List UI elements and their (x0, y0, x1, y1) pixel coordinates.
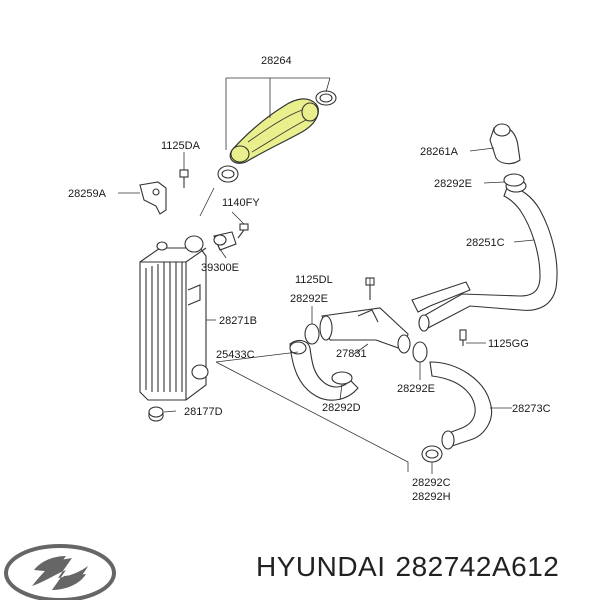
part-labels: 28264 1125DA 28259A 1140FY 39300E 28271B… (68, 55, 551, 503)
label-28292d: 28292D (322, 402, 361, 414)
bolt-1125da (179, 169, 189, 188)
label-28292e-top: 28292E (290, 293, 328, 305)
clamp-39300e (213, 223, 249, 251)
clamp-28292c (421, 445, 443, 463)
clamp-28292e-top (304, 323, 320, 345)
clamp-28292e-right (503, 173, 525, 187)
bracket-28259a (139, 181, 167, 215)
part-number: 282742A612 (395, 551, 560, 582)
label-28264: 28264 (261, 55, 292, 67)
cap-28177d (148, 406, 164, 422)
label-39300e: 39300E (201, 262, 239, 274)
label-28292c: 28292C (412, 477, 451, 489)
intercooler (139, 235, 209, 401)
pipe-28251c (411, 179, 558, 332)
bolt-1125gg (459, 329, 467, 346)
leader-lines (118, 77, 535, 474)
label-28251c: 28251C (466, 237, 505, 249)
part-number-caption: HYUNDAI 282742A612 (256, 551, 569, 583)
clamp-hose-bottom (217, 165, 239, 183)
label-28177d: 28177D (184, 406, 223, 418)
label-28259a: 28259A (68, 188, 107, 200)
clamp-28292e-mid (412, 341, 428, 363)
clamp-28292d (331, 371, 353, 385)
label-28292e-mid: 28292E (397, 383, 435, 395)
label-1125da: 1125DA (161, 140, 201, 152)
label-27831: 27831 (336, 348, 367, 360)
brand-name: HYUNDAI (256, 551, 386, 582)
label-28261a: 28261A (420, 146, 459, 158)
label-28292e-right: 28292E (434, 178, 472, 190)
label-28271b: 28271B (219, 315, 257, 327)
pipe-27831 (319, 307, 411, 354)
label-28292h: 28292H (412, 491, 451, 503)
label-25433c: 25433C (216, 349, 255, 361)
label-28273c: 28273C (512, 403, 551, 415)
label-1140fy: 1140FY (222, 197, 260, 209)
hose-28264-highlighted (229, 98, 319, 164)
hose-28273c (429, 361, 492, 450)
label-1125dl: 1125DL (295, 274, 333, 286)
label-1125gg: 1125GG (488, 338, 529, 350)
elbow-28261a (489, 123, 521, 165)
clamp-hose-top (315, 90, 337, 106)
hyundai-logo-icon (4, 544, 116, 600)
